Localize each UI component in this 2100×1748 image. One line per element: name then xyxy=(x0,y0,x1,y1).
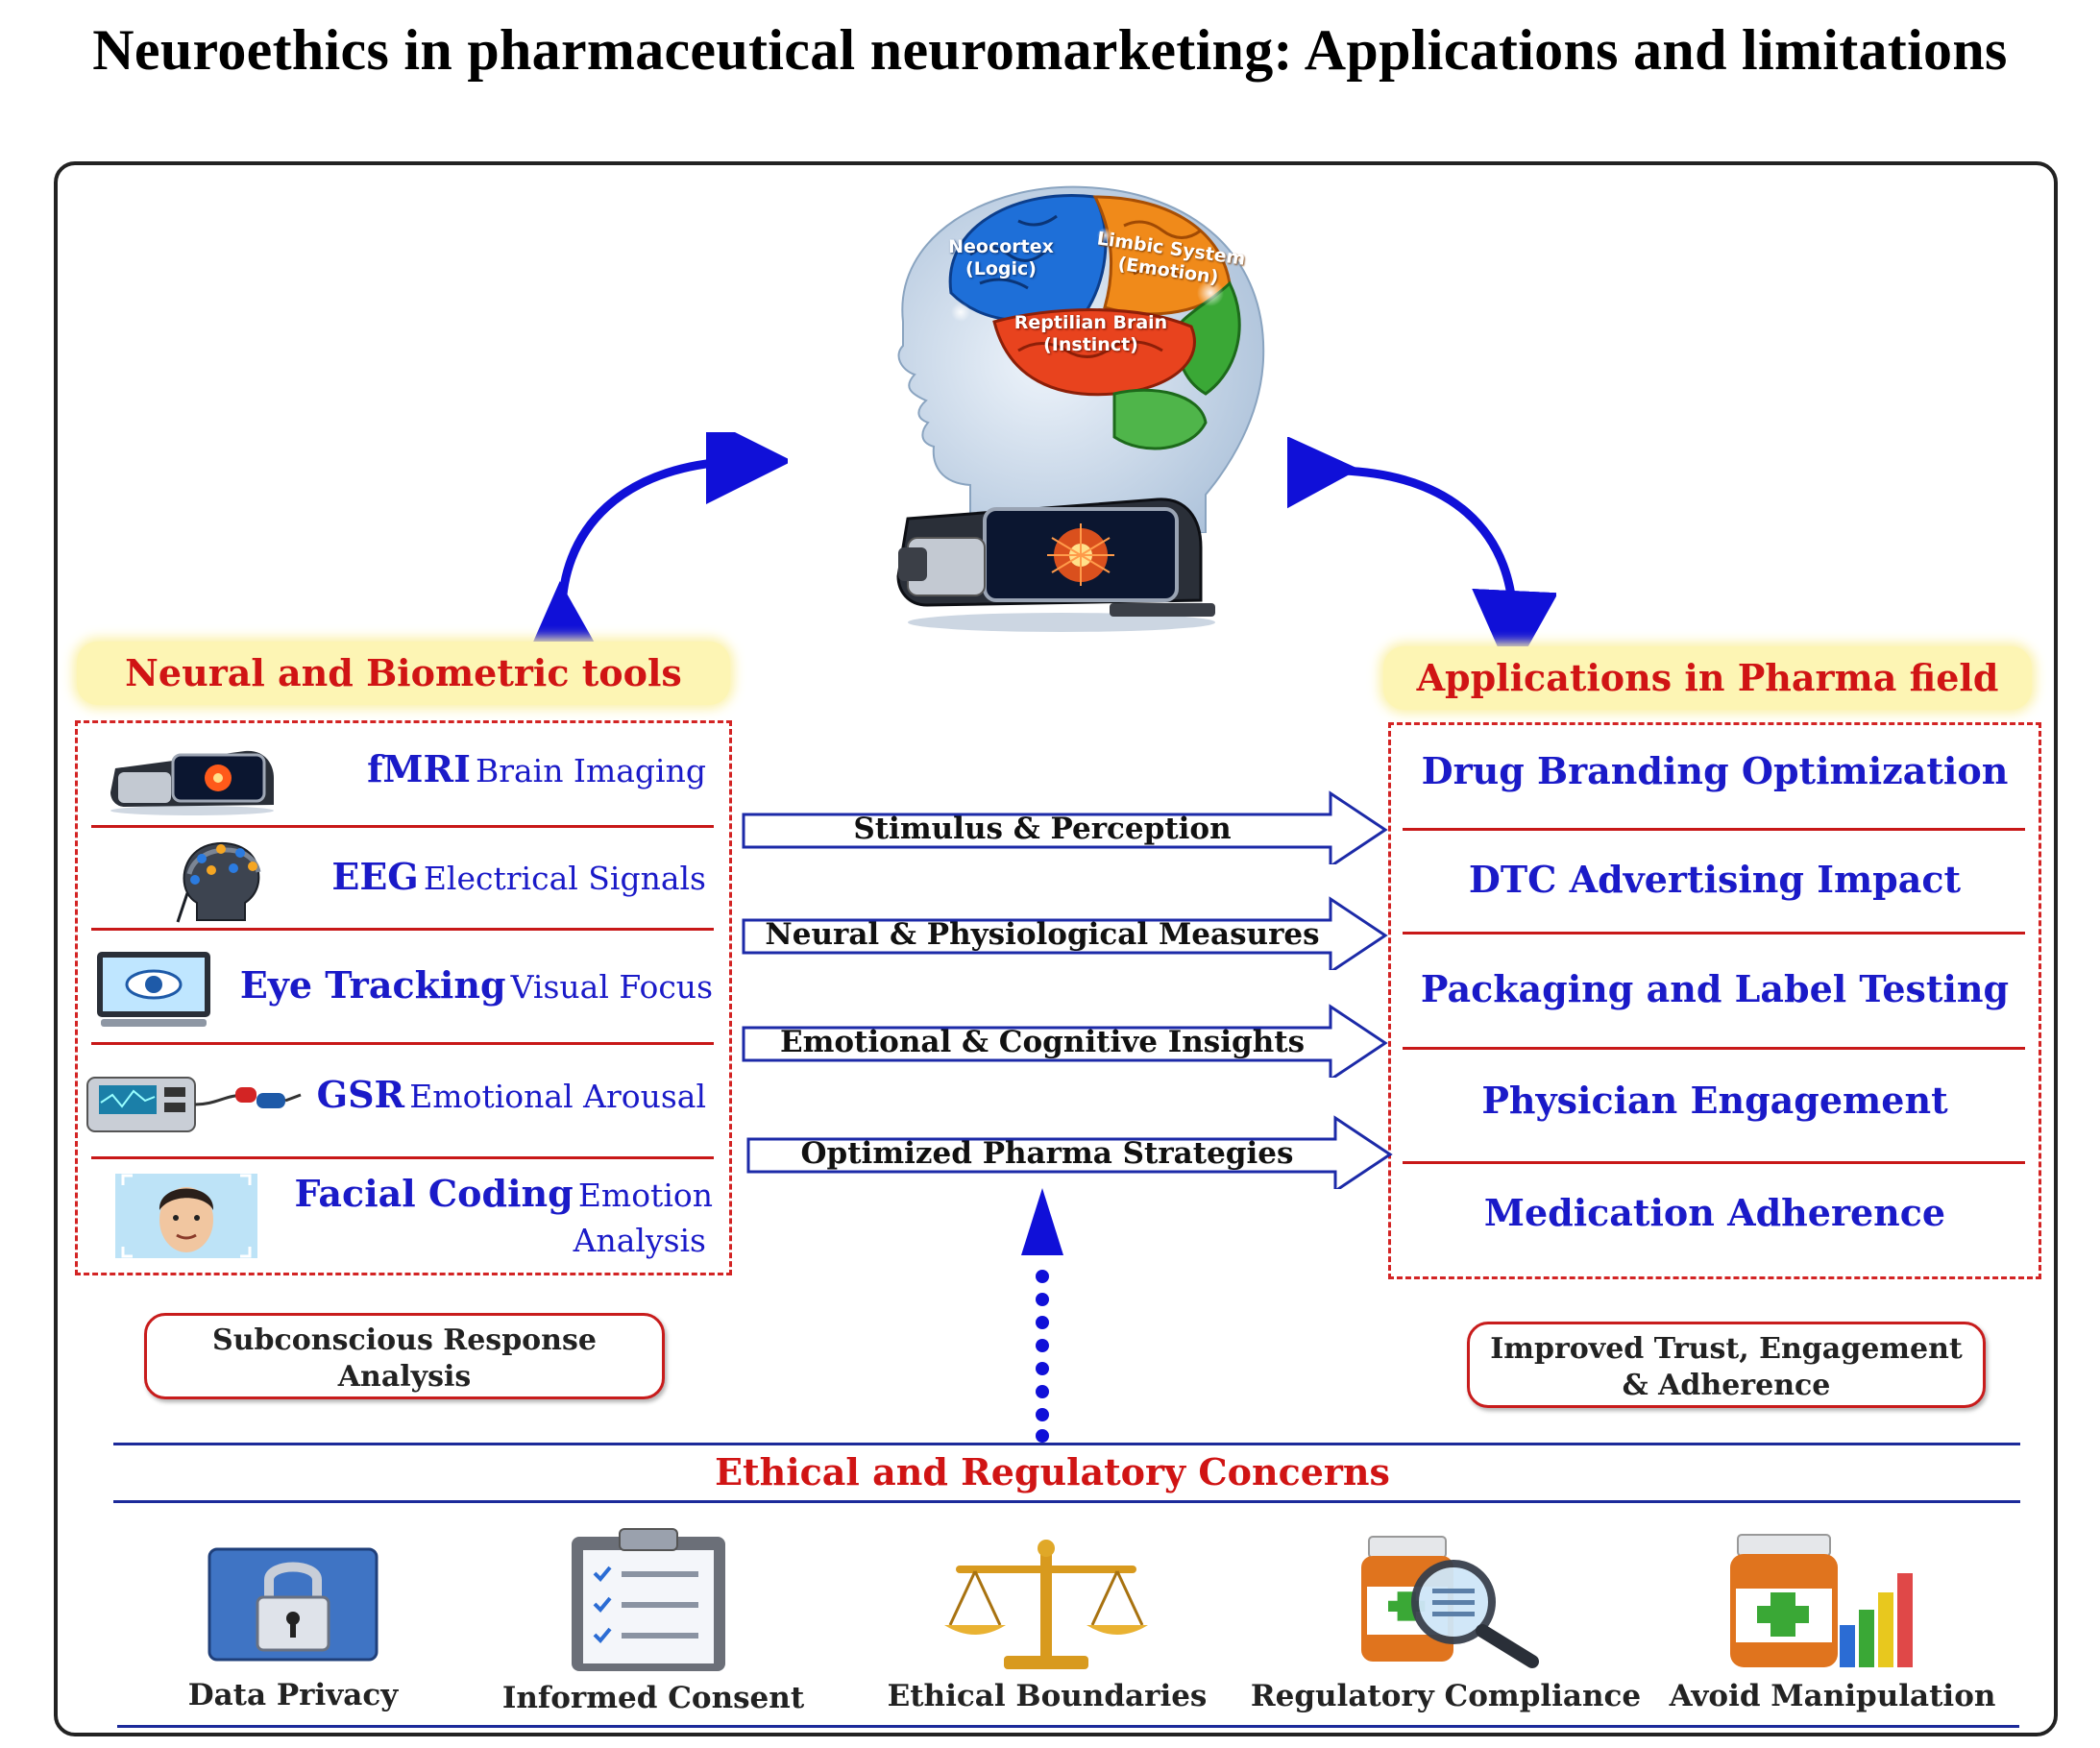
tool-eeg-desc: Electrical Signals xyxy=(423,860,706,897)
ethics-label: Informed Consent xyxy=(501,1681,805,1715)
flow-arrow-3: Emotional & Cognitive Insights xyxy=(740,1001,1393,1078)
curved-arrow-left xyxy=(521,432,788,653)
applications-divider xyxy=(1403,828,2025,831)
eye-tracking-monitor-icon xyxy=(97,952,210,1027)
tool-facial-coding-desc: Emotion xyxy=(577,1177,713,1214)
medicine-magnifier-icon xyxy=(1361,1536,1539,1668)
tool-gsr: GSR Emotional Arousal xyxy=(288,1073,706,1116)
flow-arrow-2: Neural & Physiological Measures xyxy=(740,893,1393,970)
flow-arrow-shape xyxy=(746,1115,1393,1189)
neocortex-name: Neocortex xyxy=(948,236,1054,257)
dotted-up-arrow xyxy=(1021,1188,1063,1443)
tool-fmri: fMRI Brain Imaging xyxy=(288,747,706,790)
tool-fmri-desc: Brain Imaging xyxy=(475,752,706,789)
applications-divider xyxy=(1403,932,2025,935)
outcome-subconscious: Subconscious Response Analysis xyxy=(144,1313,665,1399)
outcome-improved-trust: Improved Trust, Engagement & Adherence xyxy=(1467,1322,1986,1408)
reptilian-function: (Instinct) xyxy=(1043,334,1138,355)
ethics-top-line xyxy=(113,1443,2020,1445)
flow-arrow-label: Neural & Physiological Measures xyxy=(765,917,1320,952)
tools-divider xyxy=(91,928,714,931)
gsr-device-icon xyxy=(86,1077,302,1132)
outcome-subconscious-line2: Analysis xyxy=(337,1360,472,1394)
outcome-trust-line1: Improved Trust, Engagement xyxy=(1490,1332,1963,1366)
padlock-icon xyxy=(208,1547,378,1662)
tool-eye-tracking-desc: Visual Focus xyxy=(510,968,713,1006)
tool-facial-coding-name: Facial Coding xyxy=(294,1172,574,1215)
ethics-label: Avoid Manipulation xyxy=(1669,1679,1996,1713)
ethics-mid-line xyxy=(113,1500,2020,1503)
ethics-item-data-privacy xyxy=(202,1542,384,1710)
tools-divider xyxy=(91,1156,714,1159)
tool-row-face-icon-wrap xyxy=(113,1172,259,1260)
tool-eye-tracking-name: Eye Tracking xyxy=(239,963,506,1007)
tools-divider xyxy=(91,1042,714,1045)
reptilian-name: Reptilian Brain xyxy=(1013,312,1168,333)
reptilian-brain-label: Reptilian Brain (Instinct) xyxy=(1012,312,1170,356)
application-item: Packaging and Label Testing xyxy=(1420,967,2010,1010)
tool-eeg: EEG Electrical Signals xyxy=(288,855,706,898)
ethics-item-informed-consent xyxy=(562,1527,735,1671)
tool-fmri-name: fMRI xyxy=(367,747,471,790)
ethics-label: Data Privacy xyxy=(187,1678,399,1712)
tools-divider xyxy=(91,825,714,828)
ethics-item-ethical-boundaries xyxy=(937,1537,1158,1676)
outcome-subconscious-line1: Subconscious Response xyxy=(212,1323,597,1357)
applications-divider xyxy=(1403,1161,2025,1164)
tool-row-eye-icon-wrap xyxy=(91,946,216,1032)
applications-divider xyxy=(1403,1047,2025,1050)
neocortex-function: (Logic) xyxy=(965,258,1037,279)
flow-arrow-1: Stimulus & Perception xyxy=(740,788,1393,864)
ethics-heading: Ethical and Regulatory Concerns xyxy=(715,1450,1390,1493)
tools-heading-banner: Neural and Biometric tools xyxy=(77,642,730,705)
ethics-item-avoid-manipulation xyxy=(1724,1529,1921,1673)
application-item: DTC Advertising Impact xyxy=(1468,858,1962,901)
diagram-frame xyxy=(54,161,2058,1736)
tools-heading: Neural and Biometric tools xyxy=(125,651,682,694)
applications-heading: Applications in Pharma field xyxy=(1416,656,1999,699)
neocortex-label: Neocortex (Logic) xyxy=(934,236,1068,280)
flow-arrow-label: Optimized Pharma Strategies xyxy=(800,1136,1294,1171)
fmri-scanner-icon xyxy=(110,750,274,815)
ethics-label: Regulatory Compliance xyxy=(1250,1679,1642,1713)
application-item: Physician Engagement xyxy=(1481,1079,1948,1122)
flow-arrow-shape xyxy=(742,896,1388,970)
tool-row-fmri-icon-wrap xyxy=(101,740,283,816)
tool-row-gsr-icon-wrap xyxy=(82,1066,303,1143)
page-title: Neuroethics in pharmaceutical neuromarke… xyxy=(92,18,2008,82)
brain-head-icon xyxy=(897,185,1265,534)
flow-arrow-label: Stimulus & Perception xyxy=(853,812,1232,846)
ethics-bottom-line xyxy=(117,1725,2019,1728)
tool-gsr-name: GSR xyxy=(316,1073,405,1116)
tool-row-eeg-icon-wrap xyxy=(168,836,274,924)
curved-arrow-right xyxy=(1287,437,1556,658)
tool-facial-coding: Facial Coding Emotion xyxy=(288,1172,713,1215)
flow-arrow-label: Emotional & Cognitive Insights xyxy=(779,1025,1306,1059)
applications-panel xyxy=(1388,722,2041,1279)
scanner-device-icon xyxy=(896,498,1215,632)
application-item: Medication Adherence xyxy=(1483,1191,1946,1234)
outcome-trust-line2: & Adherence xyxy=(1622,1369,1831,1402)
flow-arrow-shape xyxy=(742,790,1388,864)
tool-eye-tracking: Eye Tracking Visual Focus xyxy=(221,963,713,1007)
application-item: Drug Branding Optimization xyxy=(1421,749,2009,792)
flow-arrow-shape xyxy=(742,1004,1388,1078)
facial-coding-face-icon xyxy=(115,1174,257,1258)
clipboard-checklist-icon xyxy=(572,1528,725,1671)
ethics-item-regulatory-compliance xyxy=(1350,1527,1551,1671)
tool-gsr-desc: Emotional Arousal xyxy=(409,1078,706,1115)
tool-eeg-name: EEG xyxy=(331,855,419,898)
flow-arrow-4: Optimized Pharma Strategies xyxy=(745,1112,1398,1189)
eeg-cap-icon xyxy=(176,841,261,923)
central-scanner-illustration xyxy=(869,480,1234,634)
tools-panel xyxy=(75,720,732,1275)
brain-head-illustration xyxy=(826,178,1297,534)
ethics-label: Ethical Boundaries xyxy=(887,1679,1208,1713)
tool-facial-coding-line2: Analysis xyxy=(288,1222,706,1259)
medicine-bar-chart-icon xyxy=(1730,1534,1913,1667)
tool-facial-coding-desc2: Analysis xyxy=(573,1222,706,1259)
applications-heading-banner: Applications in Pharma field xyxy=(1383,646,2032,710)
balance-scale-icon xyxy=(944,1540,1148,1669)
